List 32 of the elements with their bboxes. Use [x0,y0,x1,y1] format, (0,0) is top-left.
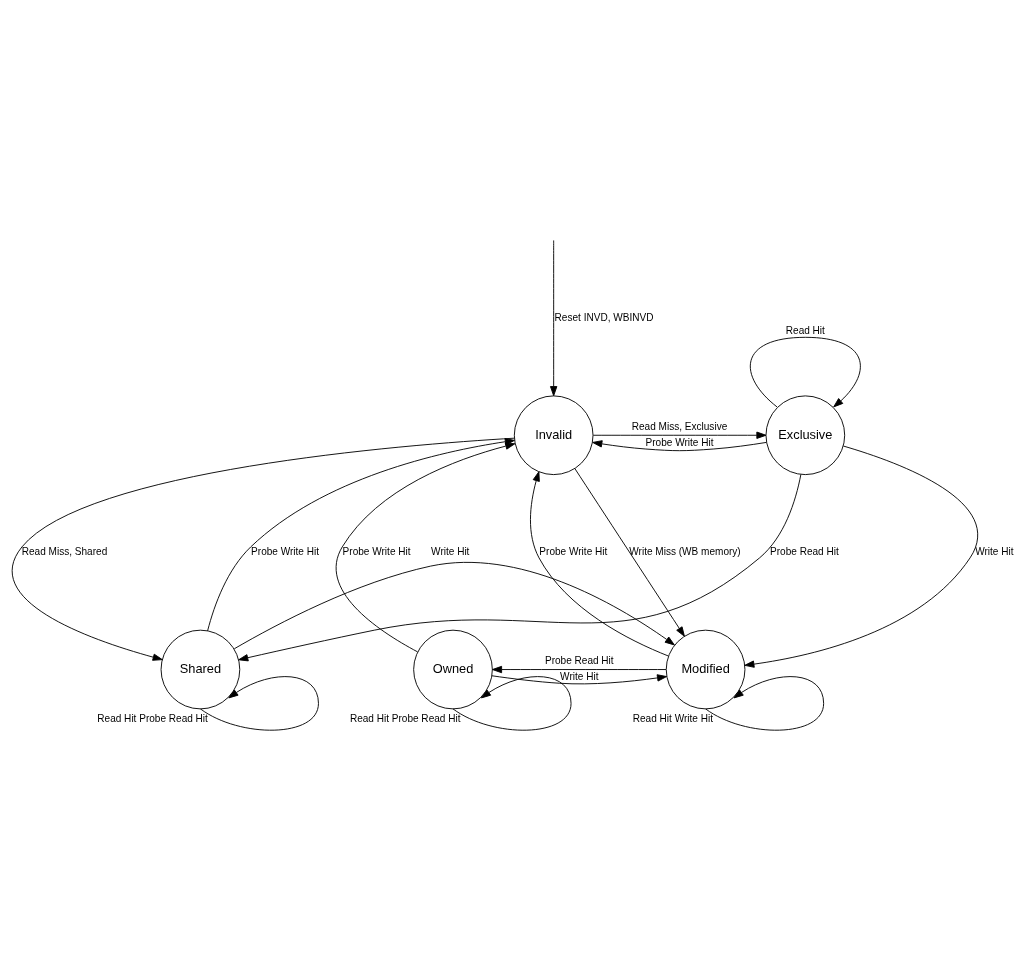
arrow [238,473,802,661]
edge-label: Write Miss (WB memory) [629,545,741,557]
edge-label: Probe Write Hit [539,545,608,557]
arrow [207,437,515,631]
arrow [11,437,515,661]
edge-label: Read Hit Probe Read Hit [349,712,461,724]
edge-label: Read Miss, Shared [21,545,108,557]
edge-label: Reset INVD, WBINVD [554,311,654,323]
edge-label: Probe Write Hit [251,545,320,557]
edge-label: Write Hit [975,545,1014,557]
arrow [335,441,516,652]
edge-label: Probe Read Hit [544,654,614,666]
edge-label: Probe Read Hit [770,545,839,557]
edge-label: Read Hit Probe Read Hit [97,712,208,724]
arrow [574,467,685,637]
arrow [592,431,767,439]
arrow [592,439,767,451]
edge-label: Write Hit [431,545,470,557]
arrow [530,470,669,656]
edge-label: Read Hit [785,324,825,336]
edge-label: Read Miss, Exclusive [631,420,728,432]
arrow [550,239,558,396]
arrow [491,673,668,684]
node-circle: Invalid [513,394,594,475]
arrow [744,445,978,668]
edge-label: Probe Write Hit [645,436,714,448]
edge-label: Probe Write Hit [342,545,411,557]
arrow [233,561,675,649]
edge-label: Read Hit Write Hit [632,712,713,724]
edge-label: Write Hit [560,670,599,682]
arrow [749,336,861,407]
arrow [492,665,667,673]
